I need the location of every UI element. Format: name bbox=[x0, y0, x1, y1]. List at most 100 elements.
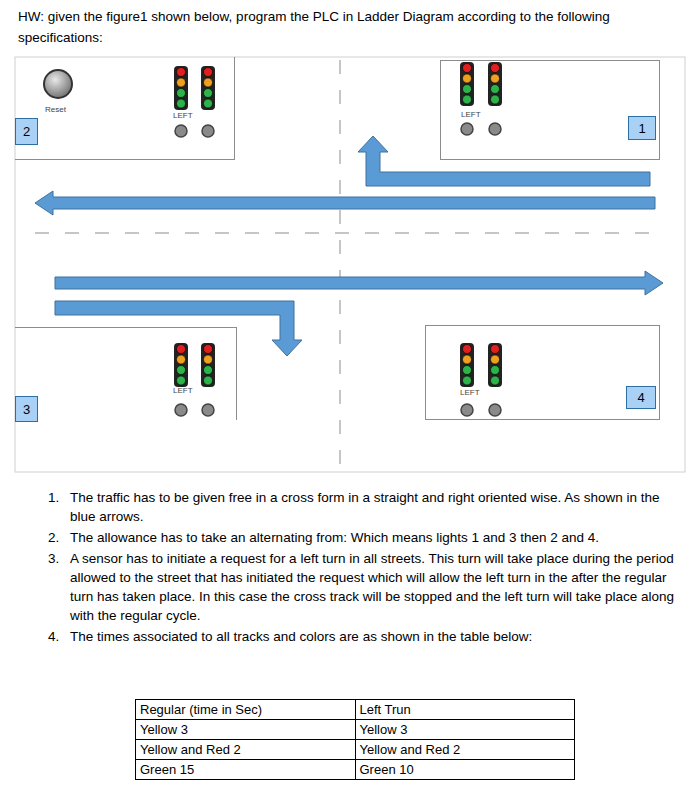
signal-lamp bbox=[204, 89, 213, 98]
callout-number: 3 bbox=[15, 396, 38, 422]
list-text: The times associated to all tracks and c… bbox=[70, 627, 688, 646]
signal-lamp bbox=[204, 366, 213, 375]
signal-lamp bbox=[491, 345, 500, 354]
list-item: 4.The times associated to all tracks and… bbox=[48, 627, 688, 646]
signal-lamp bbox=[204, 68, 213, 77]
list-number: 2. bbox=[48, 528, 70, 547]
table-cell: Yellow and Red 2 bbox=[136, 740, 356, 760]
table-row: Yellow and Red 2 Yellow and Red 2 bbox=[136, 740, 575, 760]
sensor-button bbox=[461, 123, 473, 135]
signal-head bbox=[174, 343, 188, 387]
cell-text: Regular (time in Sec) bbox=[140, 702, 262, 717]
cell-text: Green 10 bbox=[360, 762, 414, 777]
signal-lamp bbox=[491, 95, 500, 104]
lane-divider bbox=[35, 233, 665, 234]
signal-head bbox=[488, 62, 502, 106]
panel-label: Reset bbox=[45, 105, 66, 114]
signal-head bbox=[460, 343, 474, 387]
signal-lamp bbox=[204, 345, 213, 354]
spec-list: 1.The traffic has to be given free in a … bbox=[48, 488, 688, 648]
signal-lamp bbox=[463, 366, 472, 375]
list-text: The traffic has to be given free in a cr… bbox=[70, 488, 688, 526]
signal-lamp bbox=[463, 64, 472, 73]
list-number: 1. bbox=[48, 488, 70, 526]
panel-label: LEFT bbox=[173, 386, 193, 395]
list-text: A sensor has to initiate a request for a… bbox=[70, 549, 688, 625]
signal-lamp bbox=[204, 376, 213, 385]
cell-text: Yellow 3 bbox=[140, 722, 188, 737]
cell-text: Yellow and Red 2 bbox=[360, 742, 461, 757]
traffic-lights bbox=[174, 62, 502, 416]
signal-lamp bbox=[177, 68, 186, 77]
signal-panel: ResetLEFT bbox=[15, 57, 235, 160]
signal-head bbox=[201, 66, 215, 110]
cell-text: Yellow 3 bbox=[360, 722, 408, 737]
list-item: 1.The traffic has to be given free in a … bbox=[48, 488, 688, 526]
cell-text: Yellow and Red 2 bbox=[140, 742, 241, 757]
cell-text: Left Trun bbox=[360, 702, 411, 717]
panel-label: LEFT bbox=[461, 110, 481, 119]
title-text: HW: given the figure1 shown below, progr… bbox=[18, 9, 610, 45]
list-number: 3. bbox=[48, 549, 70, 625]
table-row: Regular (time in Sec) Left Trun bbox=[136, 700, 575, 720]
signal-lamp bbox=[463, 85, 472, 94]
signal-lamp bbox=[491, 74, 500, 83]
list-text: The allowance has to take an alternating… bbox=[70, 528, 688, 547]
table-cell: Green 10 bbox=[355, 760, 575, 780]
reset-button bbox=[44, 70, 72, 98]
figure-frame bbox=[15, 57, 685, 472]
traffic-arrow bbox=[35, 191, 655, 215]
list-number: 4. bbox=[48, 627, 70, 646]
table-cell: Yellow 3 bbox=[355, 720, 575, 740]
signal-lamp bbox=[463, 74, 472, 83]
signal-lamp bbox=[491, 355, 500, 364]
signal-head bbox=[488, 343, 502, 387]
signal-lamp bbox=[204, 355, 213, 364]
sensor-button bbox=[175, 404, 187, 416]
table-cell: Yellow 3 bbox=[136, 720, 356, 740]
signal-lamp bbox=[177, 376, 186, 385]
sensor-button bbox=[461, 404, 473, 416]
sensor-button bbox=[489, 123, 501, 135]
signal-head bbox=[460, 62, 474, 106]
signal-panel: LEFT bbox=[15, 327, 237, 420]
signal-lamp bbox=[463, 376, 472, 385]
callout-text: 3 bbox=[23, 402, 30, 417]
signal-lamp bbox=[204, 99, 213, 108]
signal-lamp bbox=[491, 366, 500, 375]
signal-lamp bbox=[491, 85, 500, 94]
signal-lamp bbox=[177, 99, 186, 108]
signal-lamp bbox=[463, 95, 472, 104]
signal-lamp bbox=[491, 64, 500, 73]
title: HW: given the figure1 shown below, progr… bbox=[18, 6, 683, 48]
panel-label: LEFT bbox=[460, 388, 480, 397]
sensor-button bbox=[175, 125, 187, 137]
signal-lamp bbox=[204, 78, 213, 87]
callout-text: 4 bbox=[637, 390, 644, 405]
timing-table: Regular (time in Sec) Left TrunYellow 3 Ye… bbox=[135, 699, 575, 780]
callout-number: 4 bbox=[626, 386, 656, 409]
signal-lamp bbox=[177, 345, 186, 354]
cell-text: Green 15 bbox=[140, 762, 194, 777]
callout-number: 1 bbox=[628, 116, 656, 140]
traffic-arrow bbox=[55, 271, 663, 295]
table-row: Green 15 Green 10 bbox=[136, 760, 575, 780]
callout-text: 2 bbox=[23, 124, 30, 139]
turn-arrow bbox=[358, 136, 650, 186]
signal-lamp bbox=[177, 355, 186, 364]
callout-text: 1 bbox=[638, 121, 645, 136]
table-cell: Left Trun bbox=[355, 700, 575, 720]
panel-label: LEFT bbox=[173, 111, 193, 120]
signal-lamp bbox=[491, 376, 500, 385]
signal-lamp bbox=[177, 89, 186, 98]
sensor-button bbox=[202, 404, 214, 416]
sensor-button bbox=[489, 404, 501, 416]
signal-head bbox=[174, 66, 188, 110]
table-cell: Yellow and Red 2 bbox=[355, 740, 575, 760]
table-cell: Regular (time in Sec) bbox=[136, 700, 356, 720]
callout-number: 2 bbox=[15, 118, 38, 145]
signal-lamp bbox=[177, 366, 186, 375]
signal-panel: LEFT 1 bbox=[440, 60, 660, 160]
list-item: 3.A sensor has to initiate a request for… bbox=[48, 549, 688, 625]
signal-lamp bbox=[463, 345, 472, 354]
